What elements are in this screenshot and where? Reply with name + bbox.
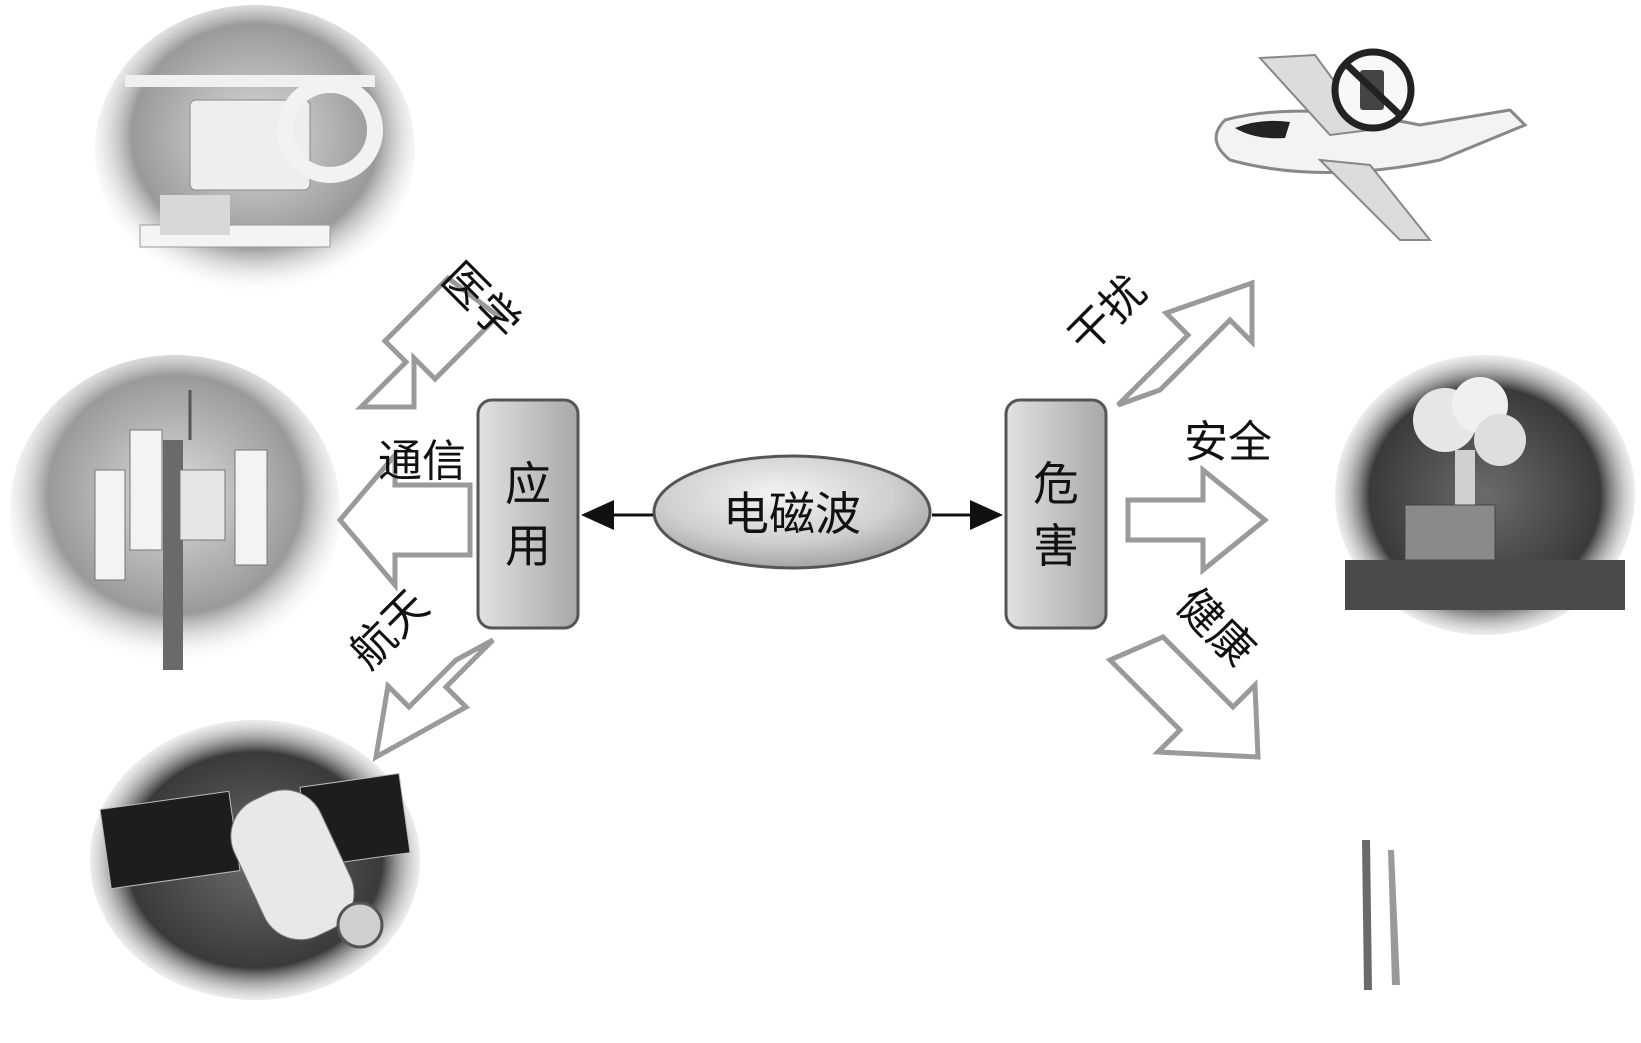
arrow-health xyxy=(1105,634,1261,760)
hazard-label-2: 害 xyxy=(1033,519,1079,573)
center-ellipse xyxy=(652,454,932,570)
label-interference: 干扰 xyxy=(1059,266,1157,364)
explosion-picture xyxy=(1335,355,1635,635)
application-label-1: 应 xyxy=(505,457,551,511)
application-box xyxy=(476,398,580,630)
label-safety: 安全 xyxy=(1184,417,1272,468)
center-label: 电磁波 xyxy=(723,487,861,541)
arrow-aerospace xyxy=(372,637,495,762)
arrow-safety xyxy=(1125,464,1269,576)
label-communication: 通信 xyxy=(378,436,466,487)
arrow-medical xyxy=(354,274,502,410)
label-aerospace: 航天 xyxy=(341,581,439,679)
space-station-picture xyxy=(90,720,420,1000)
arrow-interference xyxy=(1116,279,1255,408)
application-label-2: 用 xyxy=(505,519,551,573)
hazard-box xyxy=(1004,398,1108,630)
arrow-communication xyxy=(336,448,473,592)
airplane-picture xyxy=(1214,48,1528,241)
cell-tower-picture xyxy=(10,355,340,670)
hazard-label-1: 危 xyxy=(1033,457,1079,511)
person-picture xyxy=(1362,840,1400,990)
medical-picture xyxy=(95,5,415,295)
